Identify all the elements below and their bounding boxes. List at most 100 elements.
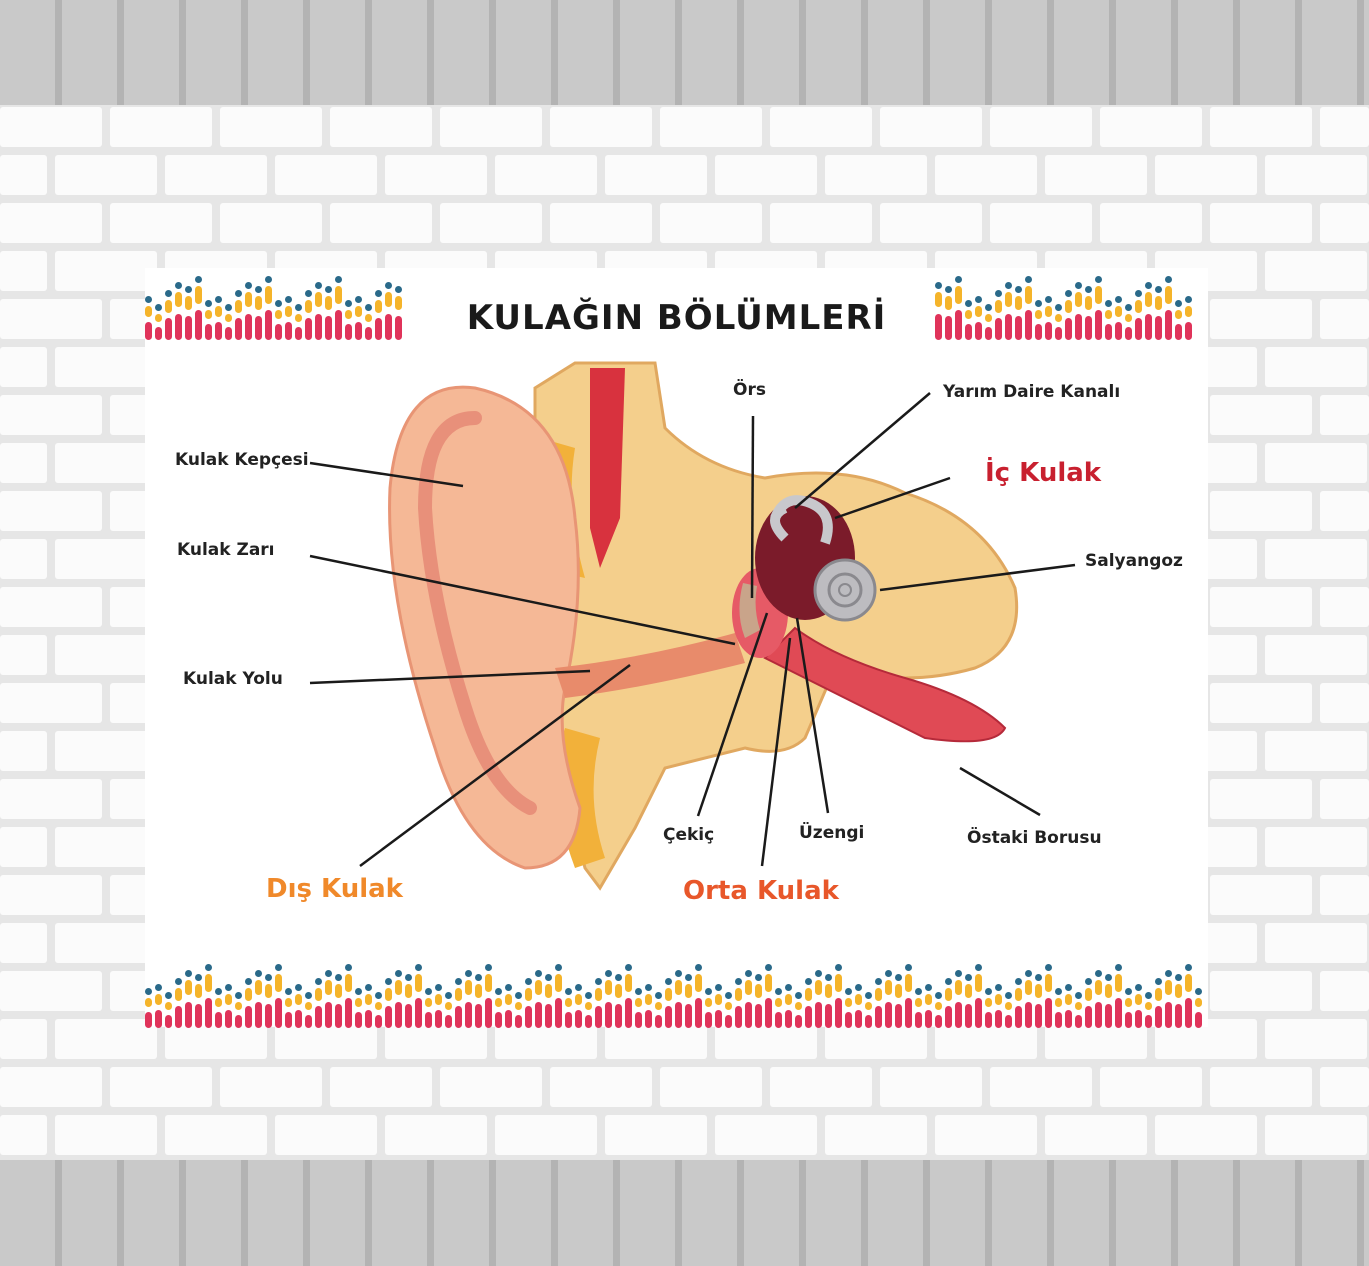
equalizer-dot (485, 964, 492, 971)
equalizer-dot (215, 296, 222, 303)
equalizer-bar (1075, 1014, 1082, 1028)
equalizer-dot (205, 964, 212, 971)
equalizer-bar (985, 998, 992, 1008)
wall-brick (0, 347, 47, 387)
equalizer-bar (565, 1012, 572, 1028)
wall-brick (220, 1067, 322, 1107)
equalizer-bar (765, 998, 772, 1028)
equalizer-bar (505, 994, 512, 1005)
equalizer-bar (495, 998, 502, 1008)
equalizer-bar (1025, 1001, 1032, 1028)
wall-brick (275, 1115, 377, 1155)
equalizer-bar (1195, 998, 1202, 1008)
wall-brick (1210, 779, 1312, 819)
equalizer-bar (385, 988, 392, 1001)
equalizer-bar (335, 286, 342, 304)
equalizer-dot (175, 978, 182, 985)
equalizer-bar (885, 1001, 892, 1028)
wall-brick (1210, 1067, 1312, 1107)
wall-brick (1100, 107, 1202, 147)
equalizer-bar (1145, 292, 1152, 308)
equalizer-bar (1155, 988, 1162, 1001)
wall-brick (935, 155, 1037, 195)
equalizer-dot (555, 964, 562, 971)
equalizer-dot (1025, 970, 1032, 977)
equalizer-decoration-top-left (145, 276, 407, 340)
equalizer-bar (635, 998, 642, 1008)
equalizer-dot (535, 970, 542, 977)
wall-brick (0, 827, 47, 867)
equalizer-bar (785, 1010, 792, 1028)
equalizer-bar (1115, 998, 1122, 1028)
wall-brick (385, 1115, 487, 1155)
equalizer-dot (1155, 286, 1162, 293)
equalizer-bar (415, 998, 422, 1028)
equalizer-dot (165, 290, 172, 297)
equalizer-bar (995, 994, 1002, 1005)
equalizer-bar (445, 1002, 452, 1010)
equalizer-bar (225, 326, 232, 340)
equalizer-bar (515, 1014, 522, 1028)
equalizer-bar (1165, 286, 1172, 304)
equalizer-bar (285, 322, 292, 340)
wall-brick (55, 155, 157, 195)
equalizer-bar (625, 974, 632, 992)
equalizer-bar (665, 1006, 672, 1028)
equalizer-decoration-top-right (935, 276, 1197, 340)
equalizer-bar (1165, 1001, 1172, 1028)
equalizer-bar (245, 1006, 252, 1028)
wall-brick (330, 107, 432, 147)
equalizer-bar (365, 326, 372, 340)
equalizer-dot (1145, 282, 1152, 289)
equalizer-bar (1135, 994, 1142, 1005)
equalizer-bar (195, 310, 202, 340)
equalizer-bar (535, 980, 542, 996)
equalizer-dot (825, 974, 832, 981)
equalizer-bar (1175, 1004, 1182, 1028)
equalizer-bar (365, 994, 372, 1005)
equalizer-bar (255, 1001, 262, 1028)
equalizer-bar (305, 318, 312, 340)
wall-brick (1265, 539, 1367, 579)
wall-brick (0, 731, 47, 771)
wall-brick (440, 1067, 542, 1107)
wall-brick (1265, 1115, 1367, 1155)
equalizer-dot (755, 974, 762, 981)
equalizer-bar (165, 1014, 172, 1028)
equalizer-bar (865, 1002, 872, 1010)
equalizer-bar (455, 1006, 462, 1028)
label-ors: Örs (733, 380, 766, 400)
wall-brick (0, 155, 47, 195)
equalizer-bar (865, 1014, 872, 1028)
wall-brick (715, 155, 817, 195)
equalizer-dot (285, 988, 292, 995)
equalizer-bar (1145, 1014, 1152, 1028)
wall-brick (770, 203, 872, 243)
wall-brick (1100, 1067, 1202, 1107)
equalizer-bar (945, 316, 952, 340)
equalizer-bar (995, 300, 1002, 313)
equalizer-bar (835, 974, 842, 992)
equalizer-dot (415, 964, 422, 971)
equalizer-bar (955, 310, 962, 340)
equalizer-bar (175, 313, 182, 340)
label-uzengi: Üzengi (799, 823, 865, 843)
wall-brick (0, 251, 47, 291)
equalizer-bar (195, 984, 202, 998)
equalizer-dot (315, 282, 322, 289)
wall-brick (1210, 875, 1312, 915)
equalizer-bar (895, 1004, 902, 1028)
equalizer-bar (175, 292, 182, 308)
equalizer-bar (805, 988, 812, 1001)
label-cekic: Çekiç (663, 825, 715, 845)
equalizer-dot (735, 978, 742, 985)
equalizer-bar (185, 1001, 192, 1028)
equalizer-bar (735, 1006, 742, 1028)
wall-brick (110, 203, 212, 243)
equalizer-bar (605, 1001, 612, 1028)
equalizer-dot (1145, 992, 1152, 999)
equalizer-bar (305, 300, 312, 313)
cochlea-inner-ring (827, 572, 863, 608)
equalizer-dot (195, 276, 202, 283)
equalizer-bar (925, 994, 932, 1005)
